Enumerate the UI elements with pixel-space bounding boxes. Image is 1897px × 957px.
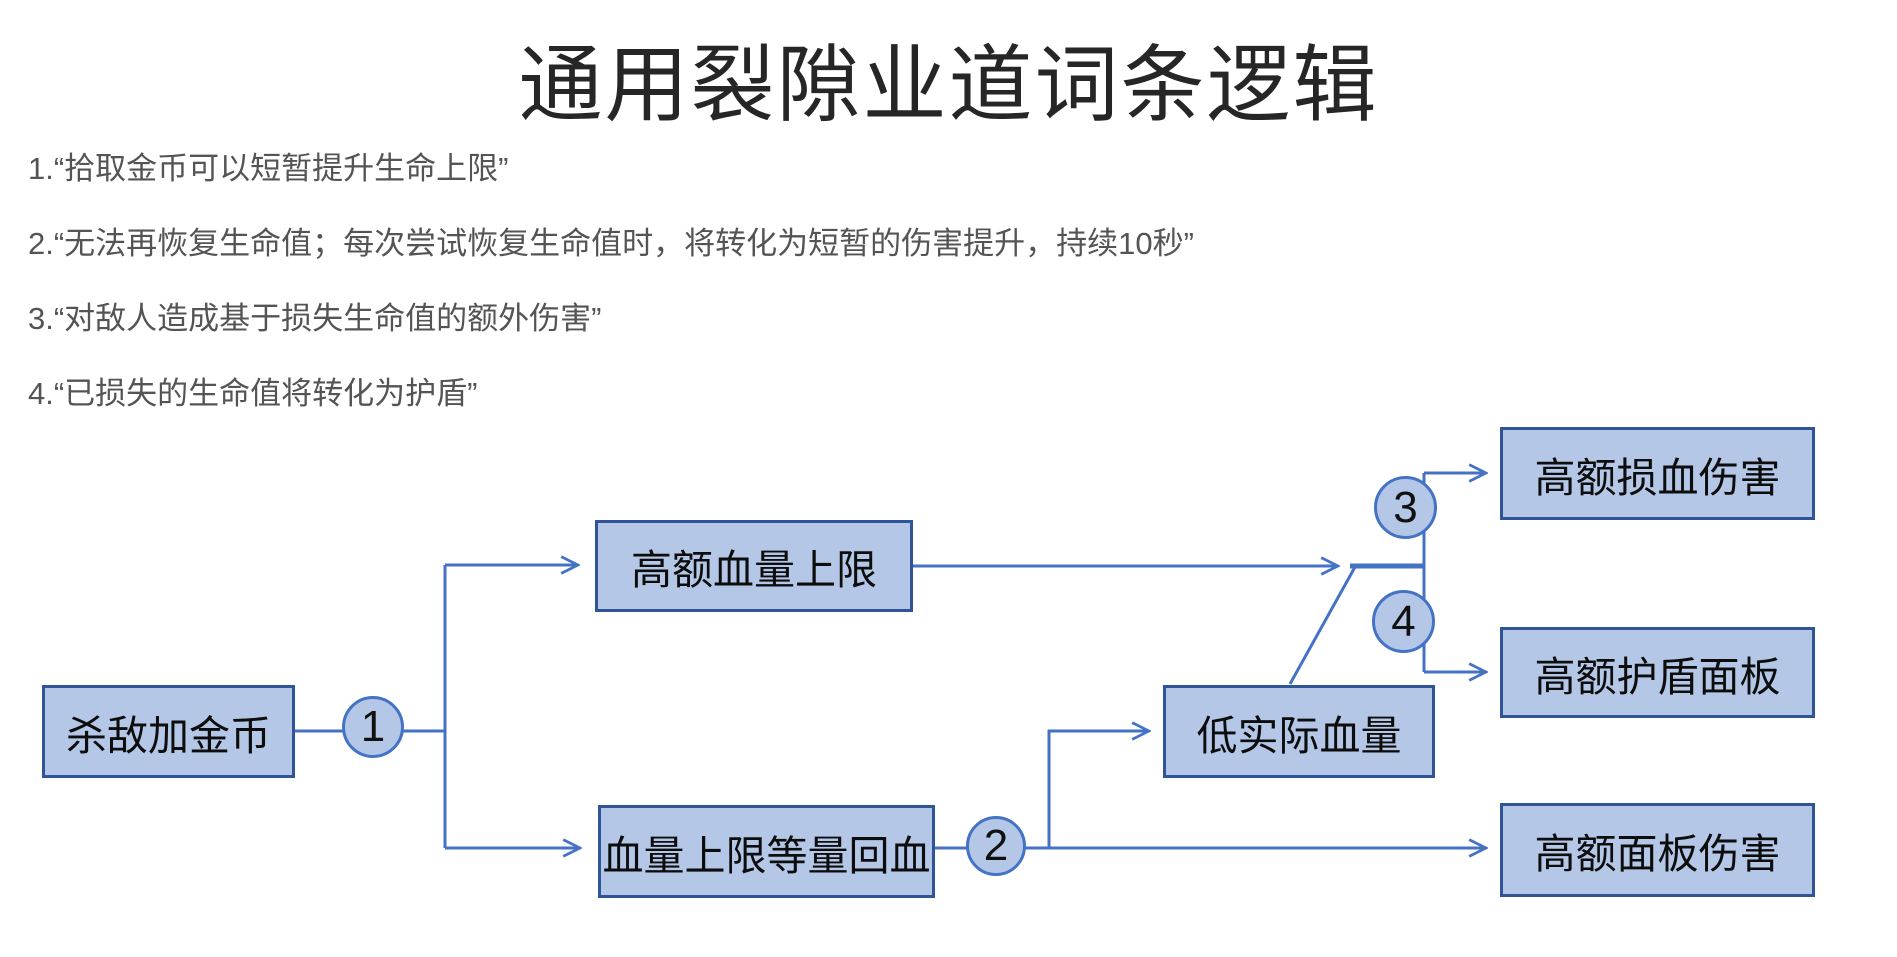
note-line-2: 2.“无法再恢复生命值；每次尝试恢复生命值时，将转化为短暂的伤害提升，持续10秒… (28, 226, 1194, 261)
badge-step-4: 4 (1372, 590, 1435, 653)
node-shield-panel: 高额护盾面板 (1500, 627, 1815, 718)
note-line-1: 1.“拾取金币可以短暂提升生命上限” (28, 151, 509, 186)
node-panel-damage: 高额面板伤害 (1500, 803, 1815, 897)
node-loss-damage: 高额损血伤害 (1500, 427, 1815, 520)
note-line-3: 3.“对敌人造成基于损失生命值的额外伤害” (28, 301, 602, 336)
page-title: 通用裂隙业道词条逻辑 (518, 38, 1379, 132)
badge-step-2: 2 (966, 816, 1026, 876)
node-kill-gold: 杀敌加金币 (42, 685, 295, 778)
badge-step-3: 3 (1374, 476, 1437, 539)
edge-heal-to-lowhp (1047, 731, 1149, 848)
notes-list: 1.“拾取金币可以短暂提升生命上限” 2.“无法再恢复生命值；每次尝试恢复生命值… (28, 152, 1877, 452)
node-hp-cap: 高额血量上限 (595, 520, 913, 612)
edge-lowhp-to-junction (1288, 566, 1357, 685)
node-low-hp: 低实际血量 (1163, 685, 1435, 778)
node-heal-equal: 血量上限等量回血 (598, 805, 935, 898)
badge-step-1: 1 (342, 696, 404, 758)
note-line-4: 4.“已损失的生命值将转化为护盾” (28, 376, 478, 411)
